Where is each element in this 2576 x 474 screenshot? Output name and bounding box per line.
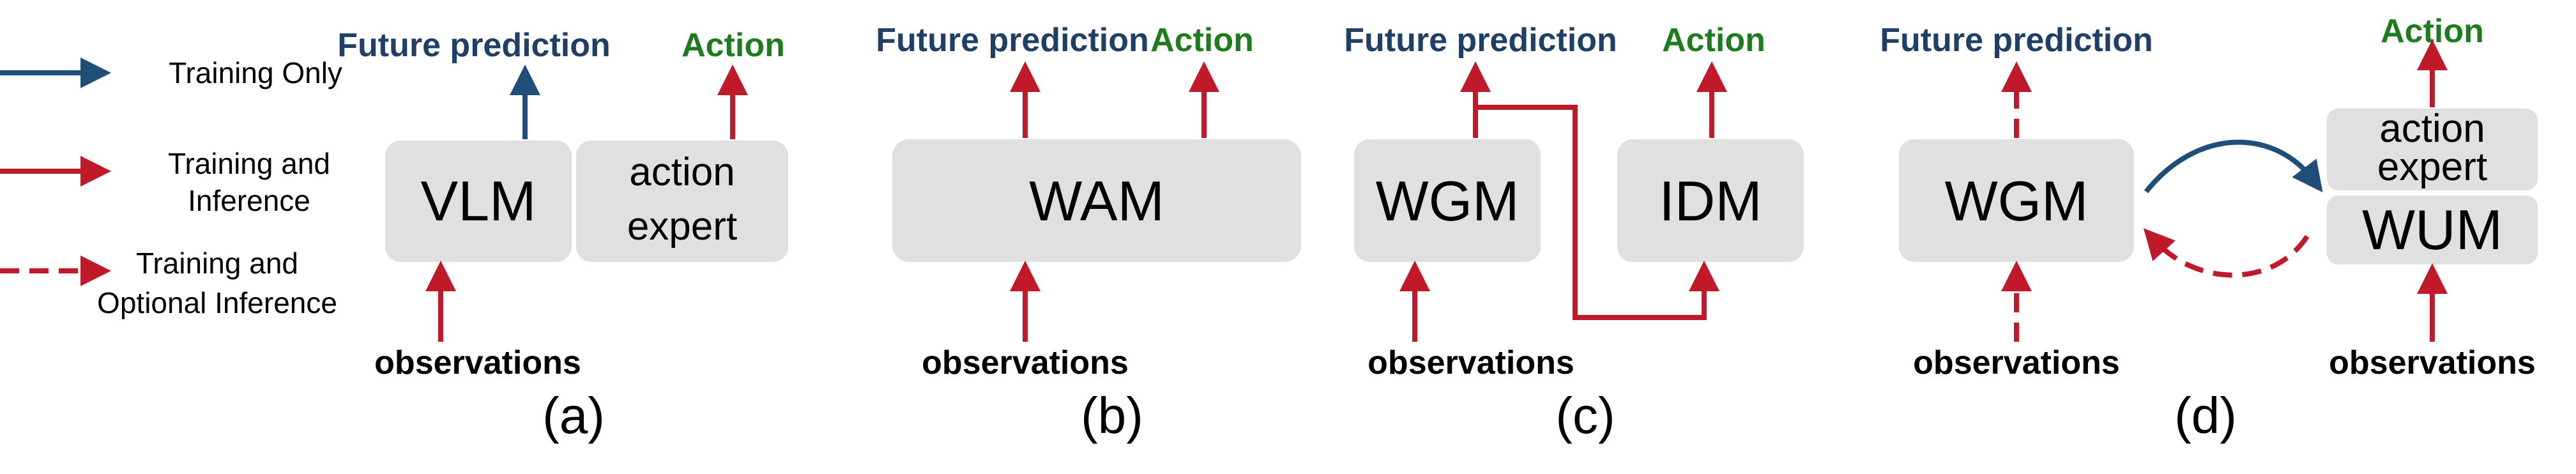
idm-box	[1617, 139, 1804, 262]
panel-d: WGM action expert WUM Future prediction …	[1880, 13, 2538, 444]
observations-label: observations	[374, 344, 581, 381]
wum-label: WUM	[2362, 198, 2503, 261]
panel-c: WGM IDM Future prediction Action observa…	[1344, 22, 1804, 444]
wgm-to-wum-curved-arrow	[2144, 139, 2323, 194]
wam-box	[892, 139, 1301, 262]
wgm-box	[1899, 139, 2134, 262]
future-prediction-label: Future prediction	[1344, 22, 1617, 59]
panel-caption: (d)	[2174, 387, 2237, 444]
action-expert-box	[576, 141, 788, 262]
action-expert-line2: expert	[2377, 145, 2487, 189]
wum-to-wgm-dashed-curve	[2143, 228, 2310, 278]
observations-label: observations	[2329, 344, 2536, 381]
legend-training-inference-line1: Training and	[168, 147, 330, 180]
wgm-box	[1354, 139, 1541, 262]
observations-label: observations	[1913, 344, 2120, 381]
legend-optional-line2: Optional Inference	[97, 286, 337, 319]
action-expert-line1: action	[2379, 107, 2485, 151]
future-prediction-label: Future prediction	[1880, 22, 2153, 59]
panel-b: WAM Future prediction Action observation…	[876, 22, 1301, 444]
wgm-label: WGM	[1945, 169, 2089, 233]
vlm-label: VLM	[421, 169, 537, 233]
panel-caption: (a)	[542, 387, 605, 444]
idm-label: IDM	[1659, 169, 1762, 233]
panel-caption: (b)	[1081, 387, 1143, 444]
action-label: Action	[2381, 13, 2484, 50]
action-label: Action	[682, 27, 785, 64]
future-prediction-label: Future prediction	[337, 27, 611, 64]
legend-training-inference-line2: Inference	[188, 184, 310, 217]
legend: Training Only Training and Inference Tra…	[0, 56, 342, 319]
action-expert-box	[2327, 109, 2538, 190]
wgm-label: WGM	[1376, 169, 1520, 233]
future-prediction-label: Future prediction	[876, 22, 1149, 59]
panel-a: VLM action expert Future prediction Acti…	[337, 27, 788, 444]
action-expert-line1: action	[629, 150, 735, 194]
observations-label: observations	[922, 344, 1129, 381]
action-expert-line2: expert	[627, 204, 737, 248]
action-label: Action	[1150, 22, 1254, 59]
vlm-box	[385, 141, 572, 262]
legend-training-only: Training Only	[169, 56, 342, 89]
action-label: Action	[1662, 22, 1765, 59]
wgm-to-idm-connector	[1477, 105, 1719, 320]
wum-box	[2327, 195, 2538, 264]
legend-optional-line1: Training and	[136, 247, 298, 280]
observations-label: observations	[1368, 344, 1574, 381]
panel-caption: (c)	[1555, 387, 1615, 444]
wam-label: WAM	[1029, 169, 1164, 233]
